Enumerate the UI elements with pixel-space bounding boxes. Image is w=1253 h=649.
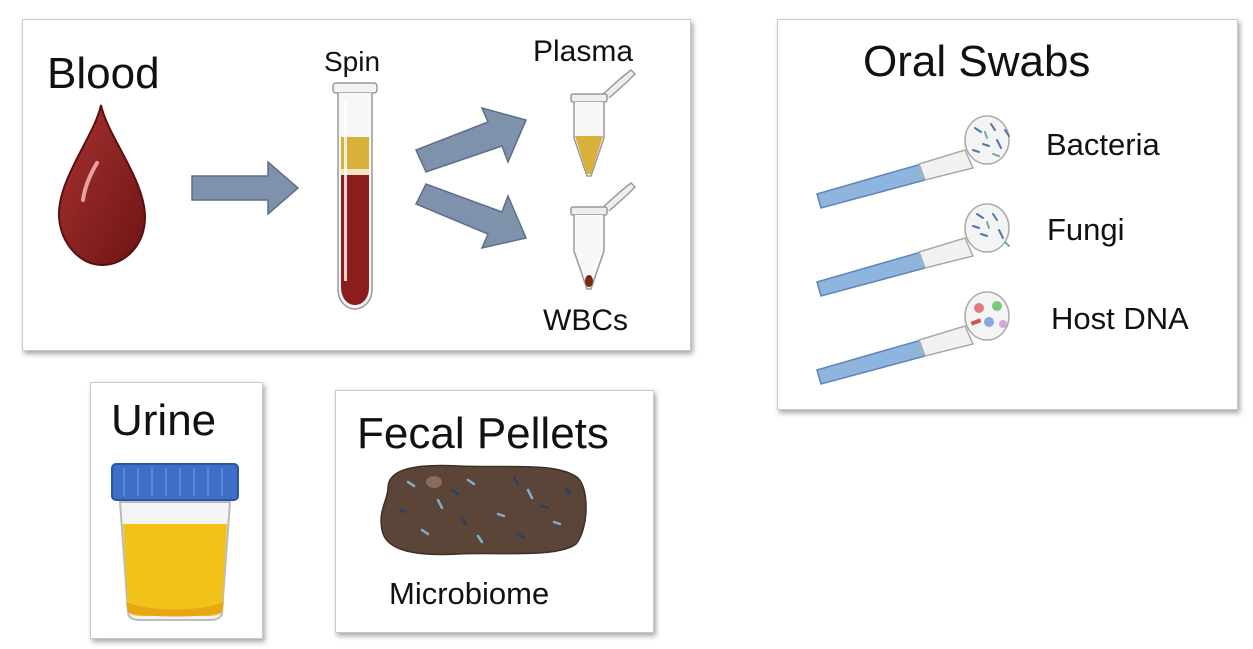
urine-title: Urine <box>111 399 216 443</box>
oral-item-label: Fungi <box>1047 214 1125 245</box>
plasma-label: Plasma <box>533 37 633 67</box>
arrow-up-right-icon <box>422 108 532 178</box>
blood-title: Blood <box>47 52 160 96</box>
swab-fungi-icon <box>815 198 1015 298</box>
blood-drop-icon <box>57 105 147 265</box>
oral-item-label: Host DNA <box>1051 303 1189 334</box>
oral-item-label: Bacteria <box>1046 129 1160 160</box>
test-tube-icon <box>331 81 381 313</box>
swab-bacteria-icon <box>815 110 1015 210</box>
wbc-label: WBCs <box>543 306 628 336</box>
spin-label: Spin <box>324 48 380 76</box>
oral-swabs-title: Oral Swabs <box>863 40 1090 84</box>
fecal-title: Fecal Pellets <box>357 412 609 456</box>
urine-cup-icon <box>110 462 242 622</box>
swab-host-dna-icon <box>815 286 1015 386</box>
microbiome-label: Microbiome <box>389 578 549 609</box>
wbc-tube-icon <box>569 181 639 291</box>
arrow-down-right-icon <box>422 184 532 254</box>
plasma-tube-icon <box>569 68 639 178</box>
fecal-pellet-icon <box>378 460 590 560</box>
arrow-right-icon <box>192 160 302 220</box>
